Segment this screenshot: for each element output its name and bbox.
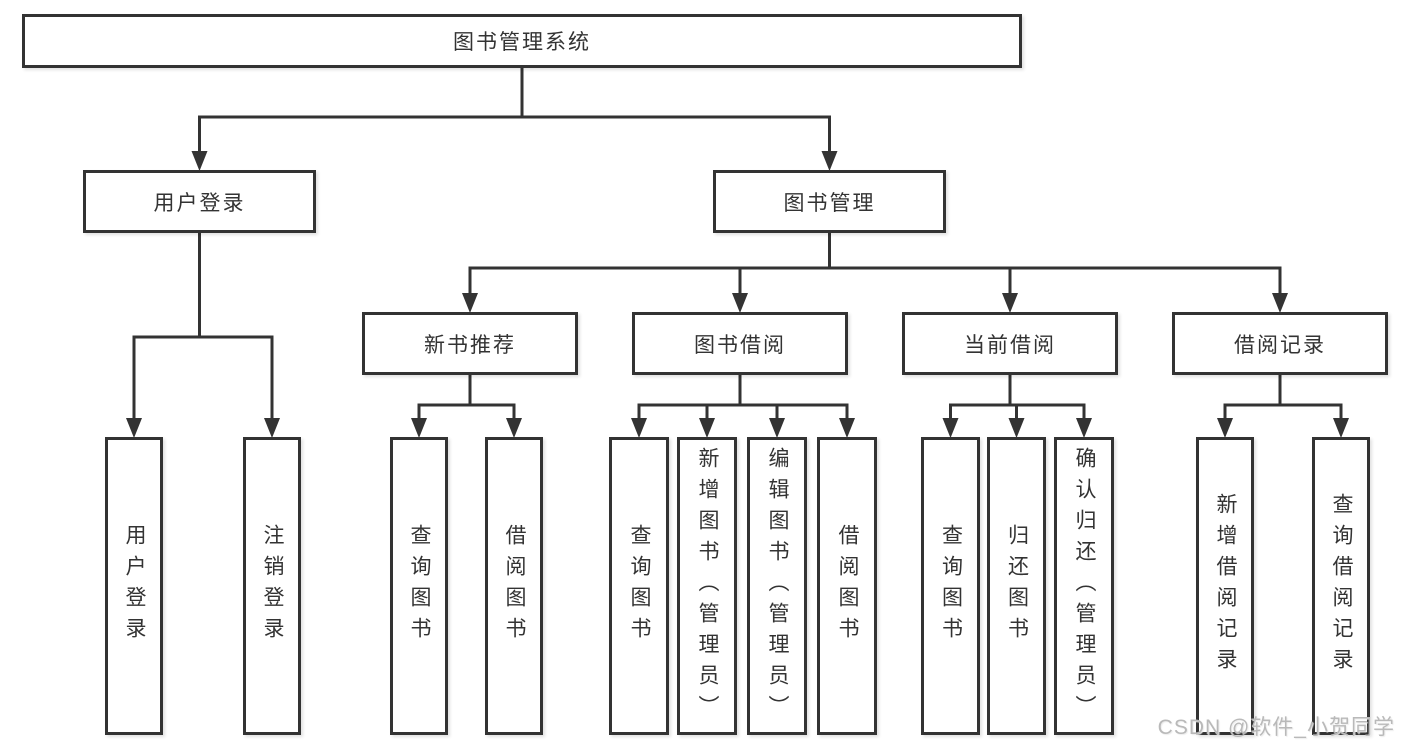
node-user-login: 用户登录 bbox=[83, 170, 316, 233]
watermark: CSDN @软件_小贺同学 bbox=[1157, 716, 1395, 739]
node-label: 用户登录 bbox=[153, 191, 246, 215]
node-cb-query: 查询图书 bbox=[921, 437, 980, 735]
node-book-borrow: 图书借阅 bbox=[632, 312, 848, 375]
node-bb-edit: 编辑图书（管理员） bbox=[747, 437, 807, 735]
node-label: 编辑图书（管理员） bbox=[766, 446, 789, 726]
node-label: 借阅图书 bbox=[836, 524, 859, 648]
node-label: 用户登录 bbox=[123, 524, 146, 648]
node-cb-return: 归还图书 bbox=[987, 437, 1046, 735]
node-book-mgmt: 图书管理 bbox=[713, 170, 946, 233]
node-label: 查询图书 bbox=[628, 524, 651, 648]
node-label: 图书借阅 bbox=[694, 333, 786, 357]
node-borrow-records: 借阅记录 bbox=[1172, 312, 1388, 375]
node-label: 查询图书 bbox=[939, 524, 963, 648]
node-label: 借阅图书 bbox=[503, 524, 526, 648]
node-nb-query: 查询图书 bbox=[390, 437, 448, 735]
node-bb-query: 查询图书 bbox=[609, 437, 669, 735]
node-cb-confirm: 确认归还（管理员） bbox=[1054, 437, 1114, 735]
node-bb-add: 新增图书（管理员） bbox=[677, 437, 737, 735]
node-br-add: 新增借阅记录 bbox=[1196, 437, 1254, 735]
node-bb-borrow: 借阅图书 bbox=[817, 437, 877, 735]
node-label: 新增借阅记录 bbox=[1214, 493, 1237, 679]
node-label: 查询借阅记录 bbox=[1330, 493, 1353, 679]
node-root: 图书管理系统 bbox=[22, 14, 1022, 68]
node-label: 查询图书 bbox=[408, 524, 431, 648]
node-label: 当前借阅 bbox=[964, 333, 1056, 357]
node-leaf-logout: 注销登录 bbox=[243, 437, 301, 735]
node-new-book: 新书推荐 bbox=[362, 312, 578, 375]
node-nb-borrow: 借阅图书 bbox=[485, 437, 543, 735]
node-label: 图书管理 bbox=[783, 191, 876, 215]
node-label: 归还图书 bbox=[1005, 524, 1029, 648]
node-leaf-user-login: 用户登录 bbox=[105, 437, 163, 735]
node-label: 借阅记录 bbox=[1234, 333, 1326, 357]
node-current-borrow: 当前借阅 bbox=[902, 312, 1118, 375]
node-label: 确认归还（管理员） bbox=[1073, 446, 1096, 726]
node-label: 图书管理系统 bbox=[453, 31, 591, 54]
node-br-query: 查询借阅记录 bbox=[1312, 437, 1370, 735]
node-label: 注销登录 bbox=[261, 524, 284, 648]
node-label: 新增图书（管理员） bbox=[696, 446, 719, 726]
node-label: 新书推荐 bbox=[424, 333, 516, 357]
